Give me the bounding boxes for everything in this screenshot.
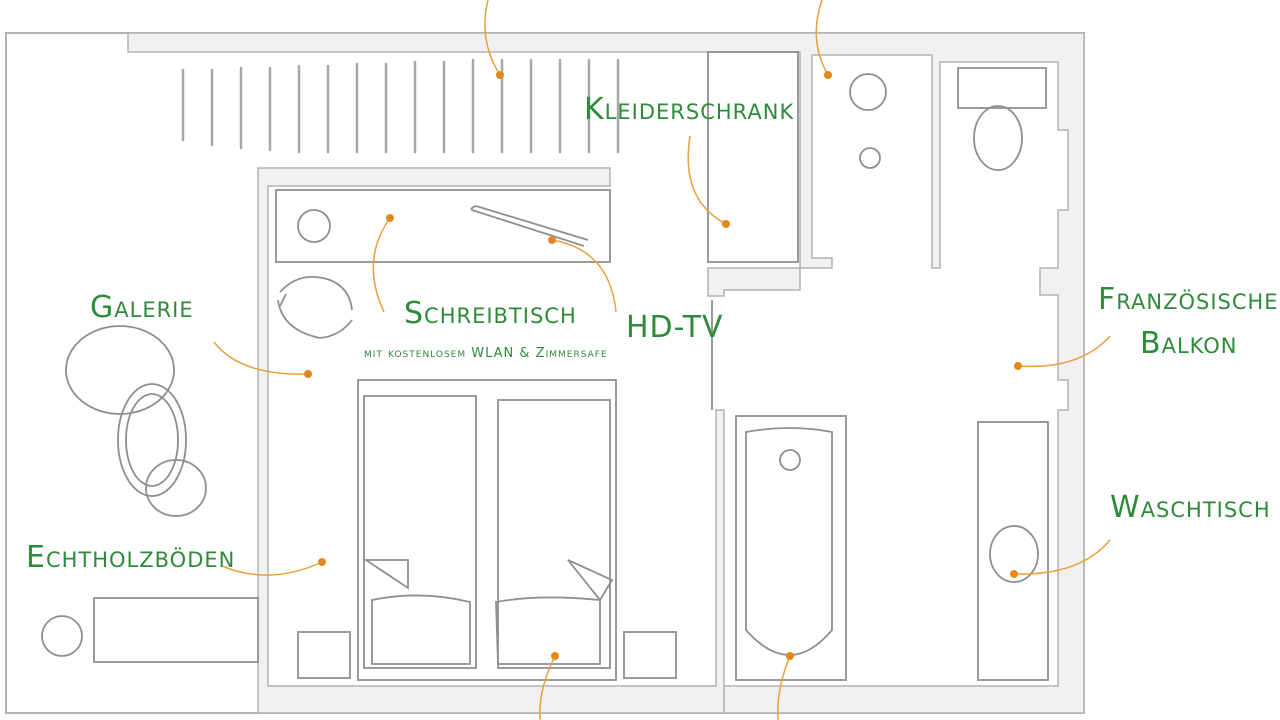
marker-dot xyxy=(1014,362,1022,370)
label-schreibtisch: Schreibtisch xyxy=(404,296,577,331)
marker-dot xyxy=(548,236,556,244)
shower-drain xyxy=(859,147,881,169)
desk xyxy=(275,189,611,263)
gallery-railing xyxy=(181,58,620,154)
nightstand-left xyxy=(297,631,351,679)
toilet-bowl xyxy=(973,105,1023,171)
bed-right xyxy=(497,399,611,669)
gallery-table xyxy=(117,383,187,497)
label-waschtisch: Waschtisch xyxy=(1110,490,1271,525)
sink xyxy=(989,525,1039,583)
label-echtholz: Echtholzböden xyxy=(26,540,236,575)
marker-dot xyxy=(496,71,504,79)
label-schreibtisch-sub: mit kostenlosem WLAN & Zimmersafe xyxy=(364,346,608,361)
marker-dot xyxy=(1010,570,1018,578)
gallery-rug xyxy=(65,325,175,415)
nightstand-right xyxy=(623,631,677,679)
marker-dot xyxy=(551,652,559,660)
label-galerie: Galerie xyxy=(90,290,194,325)
vanity xyxy=(977,421,1049,681)
wardrobe xyxy=(707,51,799,263)
marker-dot xyxy=(304,370,312,378)
markers xyxy=(304,71,1022,660)
marker-dot xyxy=(722,220,730,228)
desk-chair xyxy=(277,276,353,339)
leader-lines xyxy=(213,0,1111,720)
gallery-plant xyxy=(41,615,83,657)
bed-frame xyxy=(357,379,617,681)
gallery-bench xyxy=(93,597,259,663)
label-balkon-line2: Balkon xyxy=(1140,326,1238,361)
label-hdtv: HD-TV xyxy=(626,310,724,345)
marker-dot xyxy=(386,214,394,222)
toilet-tank xyxy=(957,67,1047,109)
label-kleiderschrank: Kleiderschrank xyxy=(584,92,795,127)
bathtub xyxy=(735,415,847,681)
furniture xyxy=(41,51,1049,681)
label-balkon-line1: Französischer xyxy=(1098,282,1280,317)
tv xyxy=(470,205,589,247)
bed-left xyxy=(363,395,477,669)
marker-dot xyxy=(824,71,832,79)
thick-walls xyxy=(127,32,1085,714)
desk-lamp xyxy=(297,209,331,243)
marker-dot xyxy=(786,652,794,660)
outer-walls xyxy=(5,32,1085,714)
marker-dot xyxy=(318,558,326,566)
shower-head xyxy=(849,73,887,111)
